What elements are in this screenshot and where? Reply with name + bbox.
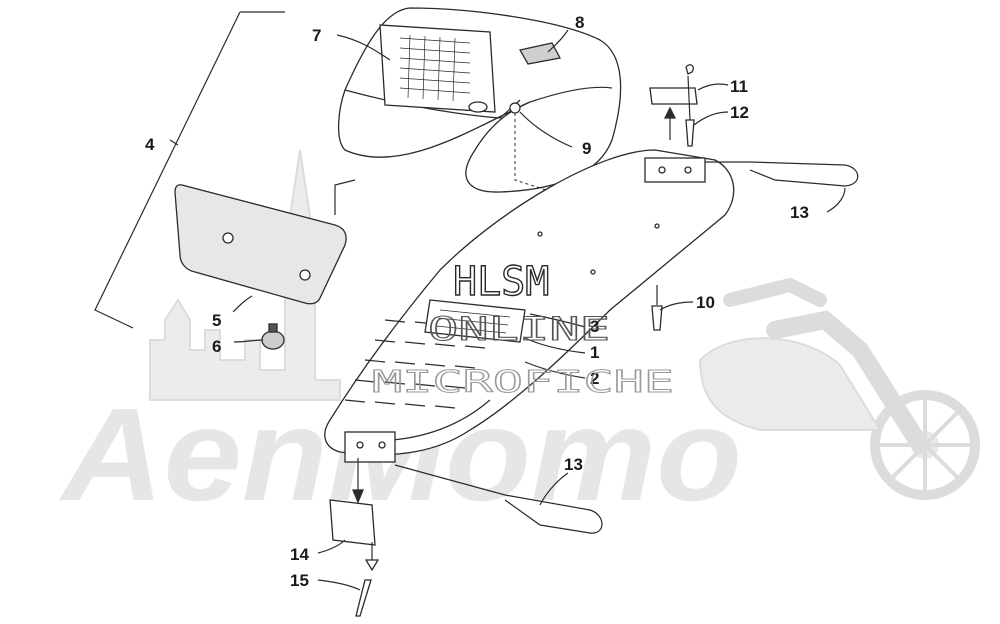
upper-clip <box>649 64 698 147</box>
hlsm-watermark: HLSM ONLINE MICROFICHE <box>372 258 675 400</box>
callout-11: 11 <box>730 77 748 96</box>
callout-14: 14 <box>290 545 309 564</box>
assembly-bracket-4 <box>94 11 285 329</box>
callout-1: 1 <box>590 343 599 362</box>
callout-7: 7 <box>312 26 321 45</box>
callout-10: 10 <box>696 293 715 312</box>
cover-patch <box>518 42 561 65</box>
callout-5: 5 <box>212 311 221 330</box>
grommet <box>509 102 521 114</box>
callout-2: 2 <box>590 369 599 388</box>
callout-6: 6 <box>212 337 221 356</box>
callout-9: 9 <box>582 139 591 158</box>
hitch-pin-upper <box>705 161 859 187</box>
hitch-pin-lower <box>394 464 603 534</box>
watermark-online: ONLINE <box>428 310 610 348</box>
lower-clip <box>329 458 380 617</box>
callout-numbers: 7 8 9 4 5 6 11 12 13 10 3 1 2 13 14 15 <box>145 13 809 590</box>
callout-12: 12 <box>730 103 749 122</box>
rivet <box>651 285 663 331</box>
callout-3: 3 <box>590 317 599 336</box>
motorcycle-silhouette <box>698 277 980 500</box>
rear-hinge <box>344 431 396 463</box>
seat-cover <box>337 7 656 226</box>
base-plate <box>324 149 735 463</box>
plate-slots <box>344 319 496 409</box>
cover-label <box>379 24 496 113</box>
knob <box>261 323 285 350</box>
callout-13-lower: 13 <box>564 455 583 474</box>
callout-8: 8 <box>575 13 584 32</box>
watermark-microfiche: MICROFICHE <box>372 365 674 400</box>
watermark-hlsm: HLSM <box>453 259 549 305</box>
leader-lines <box>169 29 846 591</box>
callout-13-upper: 13 <box>790 203 809 222</box>
callout-15: 15 <box>290 571 309 590</box>
front-hinge <box>644 157 706 183</box>
warning-decal <box>424 299 526 343</box>
callout-4: 4 <box>145 135 155 154</box>
foam-pad <box>174 184 347 305</box>
